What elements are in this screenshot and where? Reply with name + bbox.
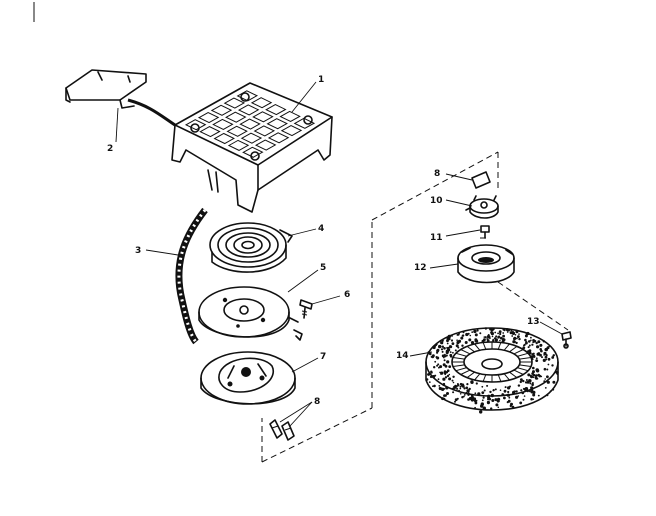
assembly-dash-lines — [261, 151, 569, 463]
callout-4: 4 — [318, 224, 324, 234]
part-pawl-retainer — [465, 195, 499, 219]
callout-7: 7 — [320, 352, 326, 362]
callout-6: 6 — [344, 290, 350, 300]
part-pulley — [198, 286, 303, 341]
callout-8-upper: 8 — [434, 169, 440, 179]
leader-lines — [115, 81, 563, 427]
callout-10: 10 — [430, 196, 443, 206]
callout-3: 3 — [135, 246, 141, 256]
callout-2: 2 — [107, 144, 113, 154]
callout-14: 14 — [396, 351, 409, 361]
part-screw-6 — [299, 299, 313, 319]
callout-5: 5 — [320, 263, 326, 273]
part-flywheel — [425, 327, 559, 414]
callout-1: 1 — [318, 75, 324, 85]
part-screw-13 — [561, 331, 572, 349]
part-starter-housing — [171, 82, 333, 213]
part-screw-11 — [480, 225, 490, 239]
callout-11: 11 — [430, 233, 443, 243]
part-key-9 — [471, 171, 491, 189]
callout-8-lower: 8 — [314, 397, 320, 407]
part-starter-cup — [457, 244, 515, 284]
callout-12: 12 — [414, 263, 427, 273]
part-recoil-spring — [209, 222, 293, 273]
callout-13: 13 — [527, 317, 540, 327]
part-pins-8 — [269, 419, 295, 441]
part-starter-rope — [175, 207, 208, 345]
part-cam-plate — [200, 351, 296, 405]
part-starter-handle — [65, 69, 176, 127]
